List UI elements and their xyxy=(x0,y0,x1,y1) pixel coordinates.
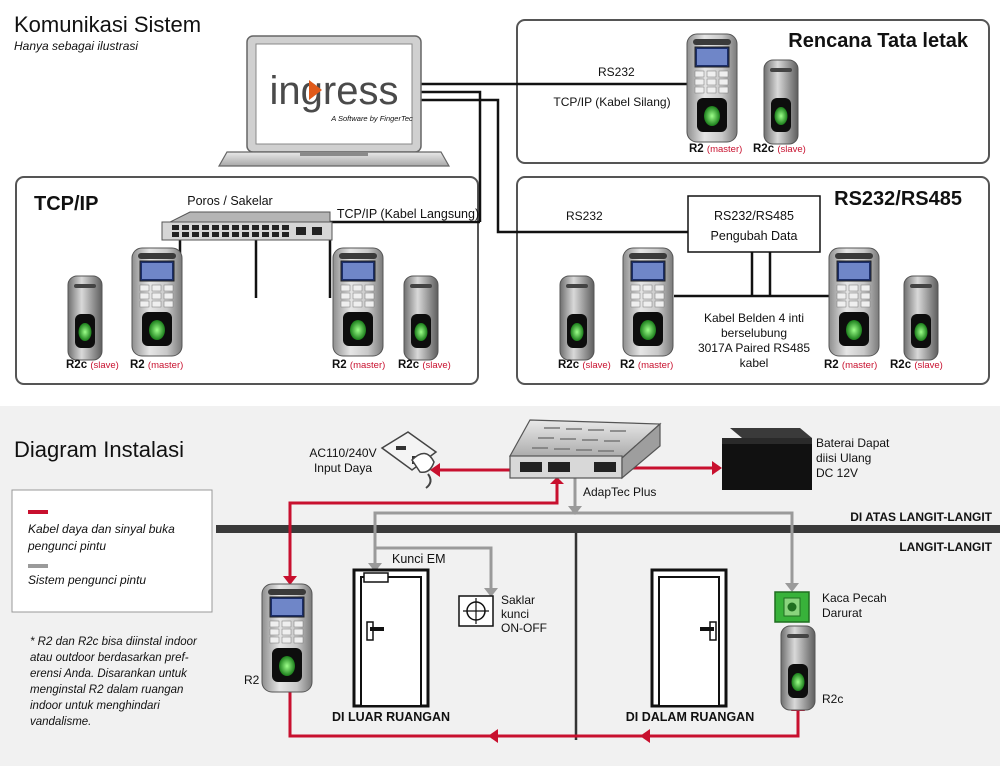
rs-converter xyxy=(687,195,821,253)
tcpip-r2-device xyxy=(131,247,183,357)
tcpip-panel-title: TCP/IP xyxy=(34,193,98,215)
rs-cable-note: kabel xyxy=(740,356,769,370)
switch-label: Saklar xyxy=(501,593,535,607)
rs-cable-note: 3017A Paired RS485 xyxy=(698,341,810,355)
legend-red-label: pengunci pintu xyxy=(27,539,106,553)
layout-r2c-device xyxy=(763,59,799,145)
svg-text:menginstal R2 dalam ruangan: menginstal R2 dalam ruangan xyxy=(30,684,183,696)
door-handle xyxy=(700,621,717,641)
tcpip-r2c-device xyxy=(67,275,103,361)
hub-label: Poros / Sakelar xyxy=(187,194,272,208)
laptop: ingress A Software by FingerTec xyxy=(217,35,451,167)
em-lock-label: Kunci EM xyxy=(392,552,446,566)
layout-device-label: R2 (master) xyxy=(689,143,742,155)
rs-cable-note: berselubung xyxy=(721,326,787,340)
svg-text:vandalisme.: vandalisme. xyxy=(30,716,91,728)
glass-label: Darurat xyxy=(822,606,863,620)
battery-label: DC 12V xyxy=(816,466,858,480)
layout-panel-title: Rencana Tata letak xyxy=(788,30,969,52)
installation-r2c-device xyxy=(780,625,816,711)
communication-title: Komunikasi Sistem xyxy=(14,12,201,37)
rs-device-label: R2c (slave) xyxy=(558,359,611,371)
network-cables xyxy=(178,82,835,298)
rs-device-label: R2 (master) xyxy=(620,359,673,371)
network-switch xyxy=(161,211,333,241)
rs-device-label: R2 (master) xyxy=(824,359,877,371)
adaptec-label: AdapTec Plus xyxy=(583,485,656,499)
switch-label: kunci xyxy=(501,607,529,621)
tcpip-device-label: R2c (slave) xyxy=(66,359,119,371)
svg-text:atau outdoor berdasarkan pref-: atau outdoor berdasarkan pref- xyxy=(30,652,189,664)
switch-label: ON-OFF xyxy=(501,621,547,635)
adaptec-unit xyxy=(508,419,662,480)
rs-converter-label: Pengubah Data xyxy=(711,229,798,243)
tcpip-device-label: R2c (slave) xyxy=(398,359,451,371)
break-glass xyxy=(774,591,810,623)
rs-r2c-device xyxy=(559,275,595,361)
power-input-label: AC110/240V xyxy=(309,446,376,460)
rs-r2-device xyxy=(828,247,880,357)
installation-title: Diagram Instalasi xyxy=(14,437,184,462)
tcpip-device-label: R2 (master) xyxy=(332,359,385,371)
installation-note: * R2 dan R2c bisa diinstal indoor atau o… xyxy=(30,636,198,728)
rs-r2-device xyxy=(622,247,674,357)
rs-rs232-label: RS232 xyxy=(566,209,603,223)
installation-r2-device xyxy=(261,583,313,693)
glass-label: Kaca Pecah xyxy=(822,591,887,605)
installation-r2-label: R2 xyxy=(244,673,260,687)
rs-cable-note: Kabel Belden 4 inti xyxy=(704,311,804,325)
ceiling-line xyxy=(216,525,1000,533)
layout-r2-device xyxy=(686,33,738,143)
layout-panel xyxy=(516,19,990,164)
svg-text:erensi Anda. Disarankan untuk: erensi Anda. Disarankan untuk xyxy=(30,668,188,680)
ceiling-label: LANGIT-LANGIT xyxy=(899,540,992,554)
outside-room-label: DI LUAR RUANGAN xyxy=(332,710,450,724)
rs-r2c-device xyxy=(903,275,939,361)
laptop-base xyxy=(217,151,451,167)
layout-device-label: R2c (slave) xyxy=(753,143,806,155)
rs-panel-title: RS232/RS485 xyxy=(834,188,962,210)
tcpip-r2-device xyxy=(332,247,384,357)
battery-label: Baterai Dapat xyxy=(816,436,890,450)
layout-cable-label: TCP/IP (Kabel Silang) xyxy=(553,95,670,109)
communication-subtitle: Hanya sebagai ilustrasi xyxy=(14,39,138,53)
power-input-label: Input Daya xyxy=(314,461,372,475)
ingress-logo: ingress xyxy=(270,69,399,113)
ingress-tagline: A Software by FingerTec xyxy=(330,114,413,123)
outside-door xyxy=(352,568,430,708)
tcpip-r2c-device xyxy=(403,275,439,361)
tcpip-device-label: R2 (master) xyxy=(130,359,183,371)
tcpip-cable-label: TCP/IP (Kabel Langsung) xyxy=(337,207,479,221)
above-ceiling-label: DI ATAS LANGIT-LANGIT xyxy=(850,510,992,524)
play-icon xyxy=(309,80,322,100)
rs-device-label: R2c (slave) xyxy=(890,359,943,371)
battery xyxy=(722,428,812,490)
door-handle xyxy=(366,621,384,641)
power-wires xyxy=(288,466,800,738)
lock-switch xyxy=(458,595,494,627)
em-lock xyxy=(363,572,389,583)
legend-gray-label: Sistem pengunci pintu xyxy=(28,573,146,587)
svg-text:* R2 dan R2c bisa diinstal ind: * R2 dan R2c bisa diinstal indoor xyxy=(30,636,198,648)
legend-red-label: Kabel daya dan sinyal buka xyxy=(28,522,175,536)
svg-text:indoor untuk menghindari: indoor untuk menghindari xyxy=(30,700,160,712)
inside-room-label: DI DALAM RUANGAN xyxy=(626,710,754,724)
installation-r2c-label: R2c xyxy=(822,692,843,706)
power-outlet xyxy=(380,431,438,489)
rs-converter-label: RS232/RS485 xyxy=(714,209,794,223)
layout-rs232-label: RS232 xyxy=(598,65,635,79)
battery-label: diisi Ulang xyxy=(816,451,871,465)
